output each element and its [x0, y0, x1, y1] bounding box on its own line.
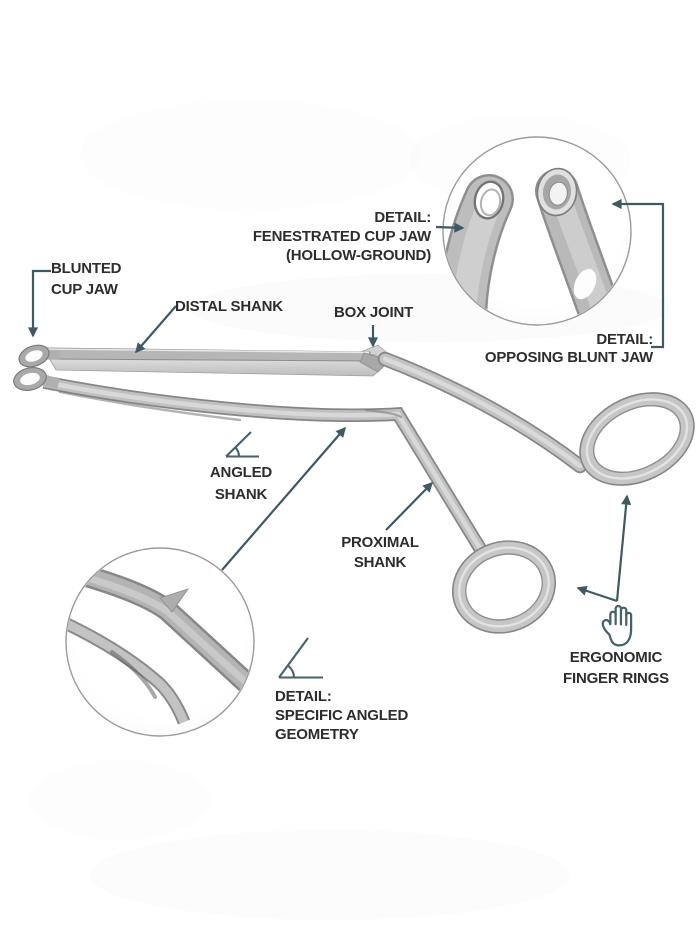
label-line: FENESTRATED CUP JAW	[252, 228, 431, 245]
label-line: PROXIMAL	[341, 534, 419, 551]
upper-handle	[377, 351, 588, 474]
label-line: SHANK	[353, 554, 407, 571]
label-detail-opposing: DETAIL: OPPOSING BLUNT JAW	[485, 331, 653, 367]
leader-opposing-detail	[611, 198, 665, 349]
label-line: SHANK	[214, 486, 268, 503]
angle-icon	[225, 431, 259, 458]
label-detail-angled-geometry: DETAIL: SPECIFIC ANGLED GEOMETRY	[275, 687, 408, 744]
instrument-body	[13, 344, 695, 634]
label-ergonomic-finger-rings: ERGONOMIC FINGER RINGS	[563, 647, 669, 689]
tip-cup-jaws	[13, 344, 60, 391]
magnifier-angled-geometry	[65, 547, 255, 737]
label-blunted-cup-jaw: BLUNTED CUP JAW	[51, 258, 121, 300]
leader-ring-top	[615, 494, 632, 602]
label-line: CUP JAW	[51, 281, 118, 298]
leader-fenestrated-detail	[435, 222, 465, 233]
label-line: DETAIL:	[596, 331, 653, 348]
label-line: DETAIL:	[275, 688, 332, 705]
opposing-cup	[536, 167, 578, 217]
angle-icon	[278, 637, 323, 679]
label-line: DETAIL:	[374, 209, 431, 226]
leader-proximal-shank	[385, 481, 434, 531]
lower-arm-shank	[42, 375, 487, 554]
label-line: OPPOSING BLUNT JAW	[484, 349, 653, 366]
label-detail-fenestrated: DETAIL: FENESTRATED CUP JAW (HOLLOW-GROU…	[253, 208, 431, 265]
leader-distal-shank	[135, 305, 177, 354]
label-line: BOX JOINT	[334, 304, 414, 321]
label-line: GEOMETRY	[275, 726, 359, 743]
label-line: BLUNTED	[51, 260, 122, 277]
finger-ring-bottom	[451, 540, 557, 634]
label-box-joint: BOX JOINT	[334, 303, 413, 323]
label-line: ERGONOMIC	[569, 649, 663, 666]
leader-angled-magnifier	[221, 426, 346, 571]
label-line: SPECIFIC ANGLED	[275, 707, 409, 724]
label-line: ANGLED	[209, 464, 273, 481]
upper-distal-shank	[43, 347, 371, 362]
fenestrated-cup-hole	[473, 180, 505, 220]
label-line: (HOLLOW-GROUND)	[285, 247, 431, 264]
label-angled-shank: ANGLED SHANK	[210, 462, 272, 506]
label-line: DISTAL SHANK	[175, 298, 283, 315]
finger-ring-top	[579, 392, 695, 486]
label-proximal-shank: PROXIMAL SHANK	[341, 533, 419, 573]
leader-ring-bottom	[576, 585, 618, 603]
label-distal-shank: DISTAL SHANK	[175, 297, 283, 317]
label-line: FINGER RINGS	[563, 670, 669, 687]
magnifier-fenestrated-jaws	[442, 136, 632, 326]
leader-blunted-cup-jaw	[27, 269, 51, 338]
hand-icon	[601, 604, 633, 647]
